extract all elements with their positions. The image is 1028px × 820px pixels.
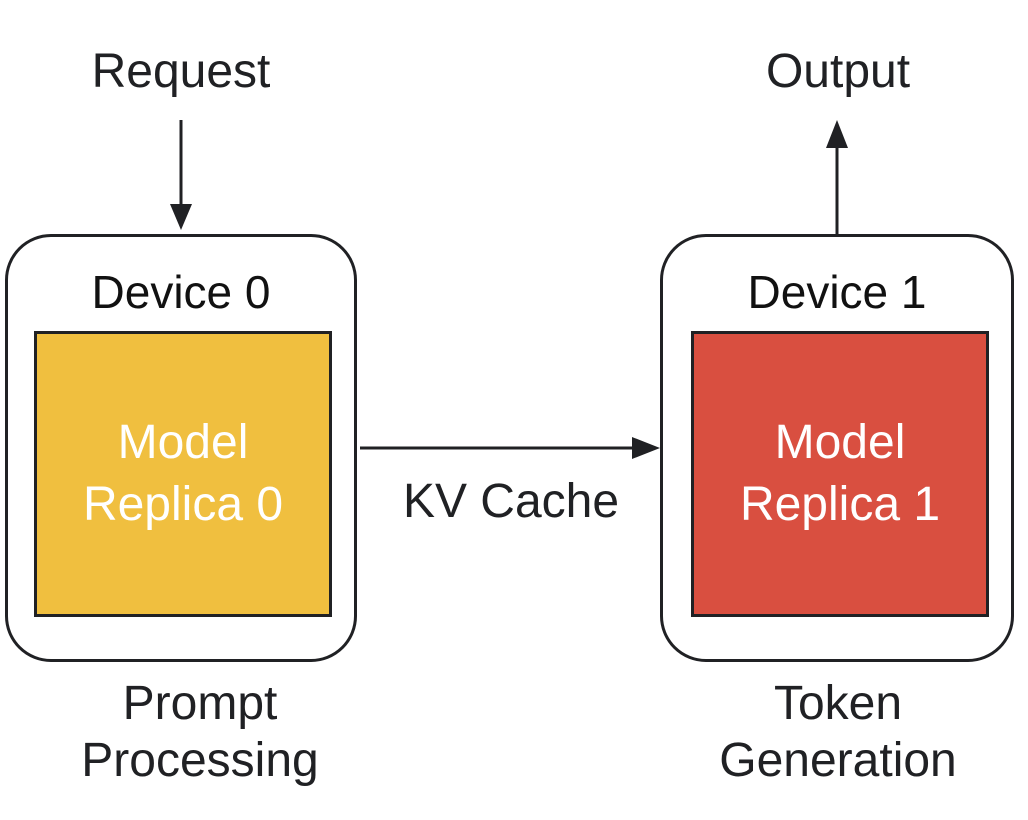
model-replica-1-line2: Replica 1 (739, 478, 941, 531)
request-arrowhead (170, 204, 192, 230)
caption-0-line2: Processing (81, 733, 319, 787)
request-label: Request (91, 45, 271, 98)
output-label: Output (765, 45, 911, 98)
caption-1-line1: Token (773, 677, 903, 730)
kv-cache-arrowhead (632, 437, 660, 459)
kv-cache-label: KV Cache (402, 475, 620, 528)
caption-1-line2: Generation (719, 733, 957, 787)
model-replica-0-box: Model Replica 0 (34, 331, 332, 617)
device-0-title: Device 0 (91, 266, 271, 318)
model-replica-0-line2: Replica 0 (82, 478, 284, 531)
prompt-processing-caption: Prompt Processing (20, 676, 380, 789)
device-1-title: Device 1 (747, 266, 927, 318)
caption-0-line1: Prompt (122, 677, 278, 730)
model-replica-0-line1: Model (117, 415, 249, 469)
device-0-box: Device 0 Model Replica 0 (5, 234, 357, 662)
model-replica-1-box: Model Replica 1 (691, 331, 989, 617)
output-arrowhead (826, 120, 848, 148)
model-replica-1-line1: Model (774, 415, 906, 469)
device-1-box: Device 1 Model Replica 1 (660, 234, 1014, 662)
token-generation-caption: Token Generation (660, 676, 1016, 789)
